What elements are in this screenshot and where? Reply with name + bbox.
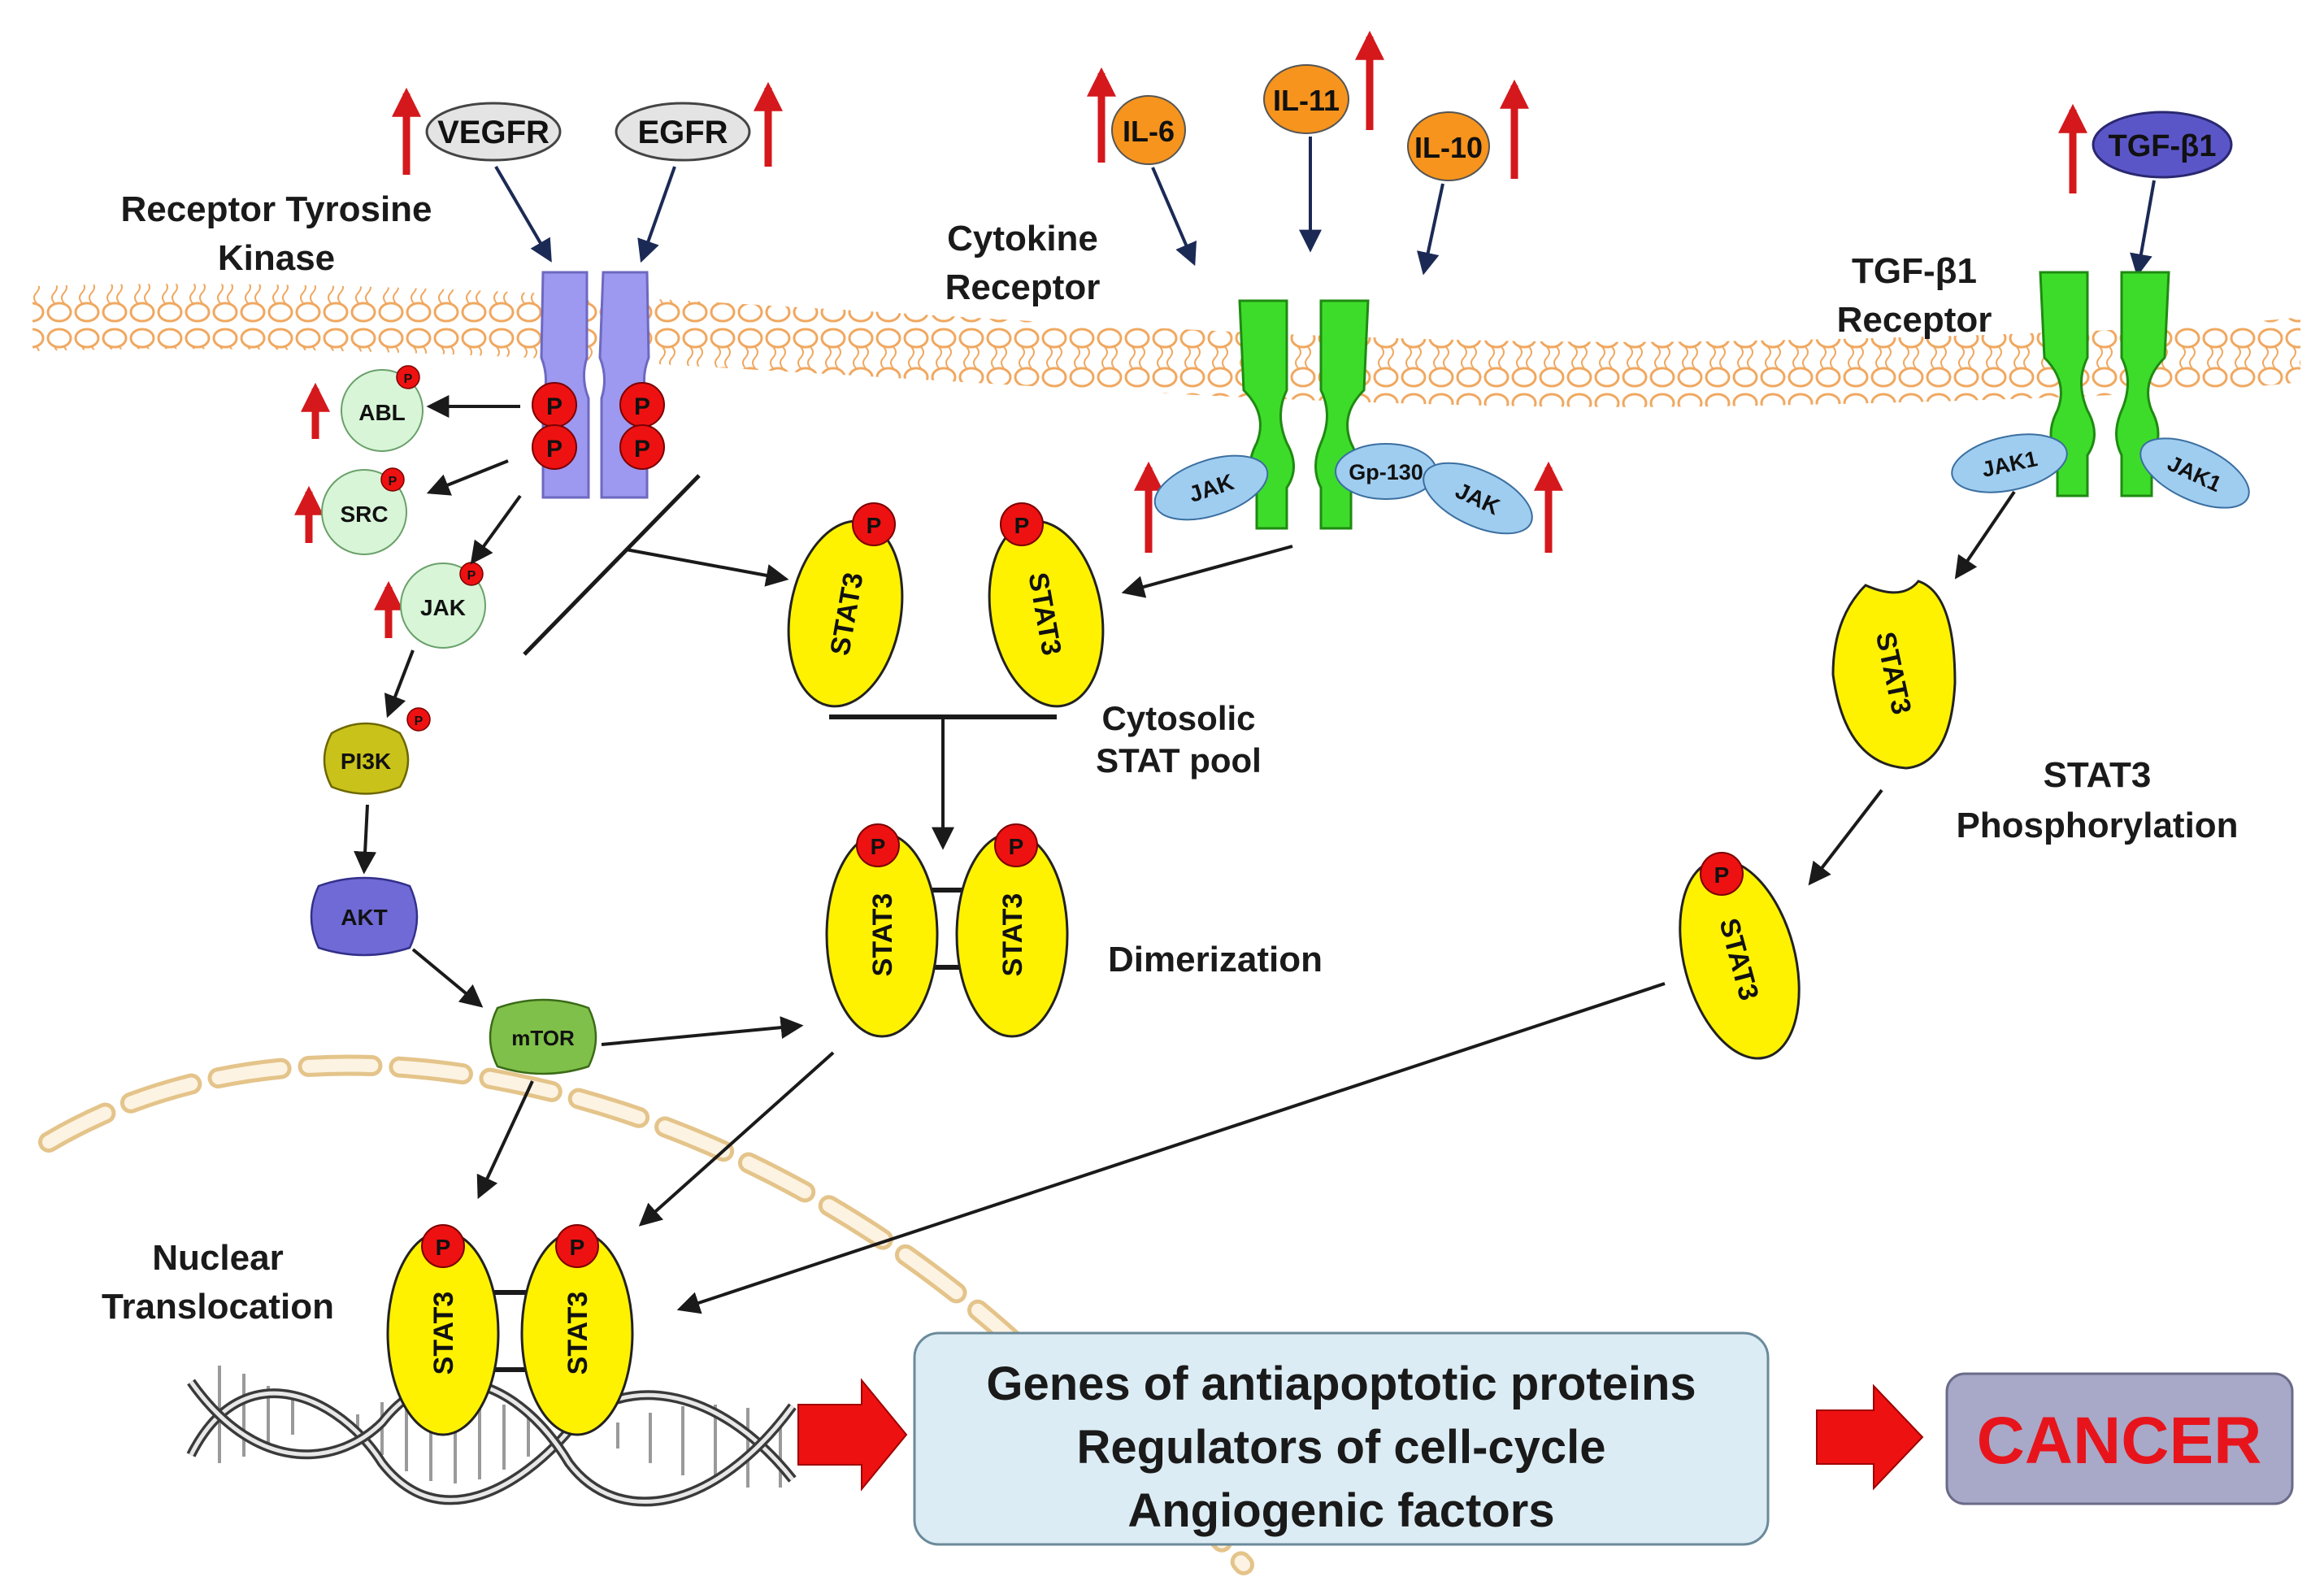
rtk-phospho-sites: P P P P	[532, 382, 665, 470]
phospho-label: P	[436, 1235, 451, 1260]
cytokine-label-line-2: Receptor	[945, 267, 1101, 307]
tgf-receptor-label-line-2: Receptor	[1837, 300, 1992, 340]
tgfb1-label: TGF-β1	[2109, 129, 2217, 163]
phospho-label: P	[467, 569, 476, 583]
tgf-receptor-label-line-1: TGF-β1	[1852, 251, 1977, 291]
src-label: SRC	[340, 502, 388, 527]
mtor-label: mTOR	[511, 1026, 575, 1050]
stat3-tgf-phosphorylated: STAT3 P	[1679, 852, 1801, 1060]
nuclear-label-line-2: Translocation	[102, 1287, 334, 1327]
cascade-arrows	[354, 395, 804, 1200]
stat3-cytosolic-right: STAT3 P	[988, 502, 1105, 708]
ligand-il6: IL-6	[1111, 95, 1186, 165]
kinase-abl: ABL P	[341, 365, 424, 452]
ligand-arrows	[494, 137, 2156, 277]
genes-line-1: Genes of antiapoptotic proteins	[986, 1357, 1696, 1410]
section-labels: Receptor Tyrosine Kinase Cytokine Recept…	[102, 189, 2239, 1327]
phospho-label: P	[1009, 834, 1024, 859]
phospho-label: P	[1714, 862, 1730, 888]
kinase-jak: JAK P	[400, 562, 486, 649]
cancer-box: CANCER	[1945, 1372, 2294, 1505]
ligand-il11: IL-11	[1263, 64, 1349, 134]
cytosolic-label-line-2: STAT pool	[1096, 741, 1262, 780]
rtk-to-stat3-link	[523, 474, 789, 656]
big-red-arrow-icon	[797, 1378, 908, 1492]
kinase-pi3k: PI3K P	[323, 707, 431, 795]
tgf-stat3-to-nucleus-arrow	[676, 982, 1666, 1314]
stat3-label: STAT3	[997, 893, 1028, 977]
cytokine-receptor-jak-right: JAK	[1423, 462, 1533, 535]
genes-line-2: Regulators of cell-cycle	[1076, 1421, 1605, 1474]
tgfb1-receptor-jak1-left: JAK1	[1951, 433, 2068, 493]
phospho-label: P	[1014, 513, 1030, 538]
kinase-akt: AKT	[310, 876, 419, 957]
stat3-label: STAT3	[428, 1292, 459, 1375]
phospho-label: P	[546, 436, 563, 463]
cytokine-receptor-jak-left: JAK	[1153, 454, 1269, 521]
stat3-dimer: STAT3 P STAT3 P	[825, 823, 1069, 1038]
cytokine-label-line-1: Cytokine	[947, 219, 1098, 258]
pi3k-label: PI3K	[341, 749, 391, 774]
phospho-label: P	[389, 475, 397, 489]
stat3-nuclear-dimer: STAT3 P STAT3 P	[386, 1224, 634, 1436]
phospho-label: P	[415, 714, 424, 728]
ligand-tgfb1: TGF-β1	[2092, 111, 2233, 179]
genes-line-3: Angiogenic factors	[1127, 1484, 1554, 1537]
stat3-phosphorylation-arrow	[1808, 788, 1883, 886]
dimer-to-nucleus-arrow	[638, 1051, 835, 1227]
stat3-cytosolic-left: STAT3 P	[787, 502, 904, 708]
dimerization-label: Dimerization	[1108, 940, 1323, 979]
stat3-tgf-unphosphorylated: STAT3	[1831, 580, 1957, 770]
cell-membrane	[33, 284, 2300, 407]
phospho-label: P	[867, 513, 882, 538]
stat3-label: STAT3	[867, 893, 898, 977]
jak-label: JAK	[420, 595, 466, 620]
tgfb1-receptor-jak1-right: JAK1	[2139, 437, 2250, 509]
il6-label: IL-6	[1123, 115, 1175, 148]
cytosolic-pool-bracket	[829, 714, 1057, 850]
stat3-label: STAT3	[563, 1292, 593, 1375]
akt-label: AKT	[341, 905, 388, 930]
egfr-label: EGFR	[637, 115, 728, 150]
ligand-egfr: EGFR	[615, 102, 751, 162]
ligand-vegfr: VEGFR	[425, 102, 562, 162]
phospho-label: P	[546, 393, 563, 420]
cytokine-to-stat3-arrow	[1121, 545, 1293, 598]
rtk-label-line-1: Receptor Tyrosine	[120, 189, 432, 229]
cancer-label: CANCER	[1977, 1404, 2262, 1478]
cytosolic-label-line-1: Cytosolic	[1101, 699, 1255, 737]
upregulation-arrows	[294, 30, 2087, 638]
kinase-mtor: mTOR	[489, 998, 597, 1075]
phospho-label: P	[871, 834, 886, 859]
il10-label: IL-10	[1414, 131, 1483, 164]
gp130-label: Gp-130	[1349, 460, 1423, 484]
stat3-phos-label-line-2: Phosphorylation	[1956, 806, 2238, 845]
jak1-to-stat3-arrow	[1954, 490, 2016, 580]
nuclear-label-line-1: Nuclear	[152, 1238, 283, 1278]
phospho-label: P	[404, 372, 413, 386]
phospho-label: P	[634, 393, 650, 420]
gp130-subunit: Gp-130	[1335, 443, 1437, 500]
genes-box: Genes of antiapoptotic proteins Regulato…	[913, 1331, 1770, 1546]
kinase-src: SRC P	[321, 467, 407, 555]
ligand-il10: IL-10	[1407, 111, 1490, 181]
rtk-label-line-2: Kinase	[218, 238, 335, 278]
big-red-arrow-icon	[1816, 1383, 1924, 1491]
phospho-label: P	[570, 1235, 585, 1260]
dna-rungs	[218, 1366, 782, 1488]
phospho-label: P	[634, 436, 650, 463]
il11-label: IL-11	[1273, 84, 1340, 117]
vegfr-label: VEGFR	[437, 115, 550, 150]
stat3-phos-label-line-1: STAT3	[2044, 755, 2152, 795]
abl-label: ABL	[358, 400, 406, 425]
dna-helix	[186, 1366, 797, 1507]
